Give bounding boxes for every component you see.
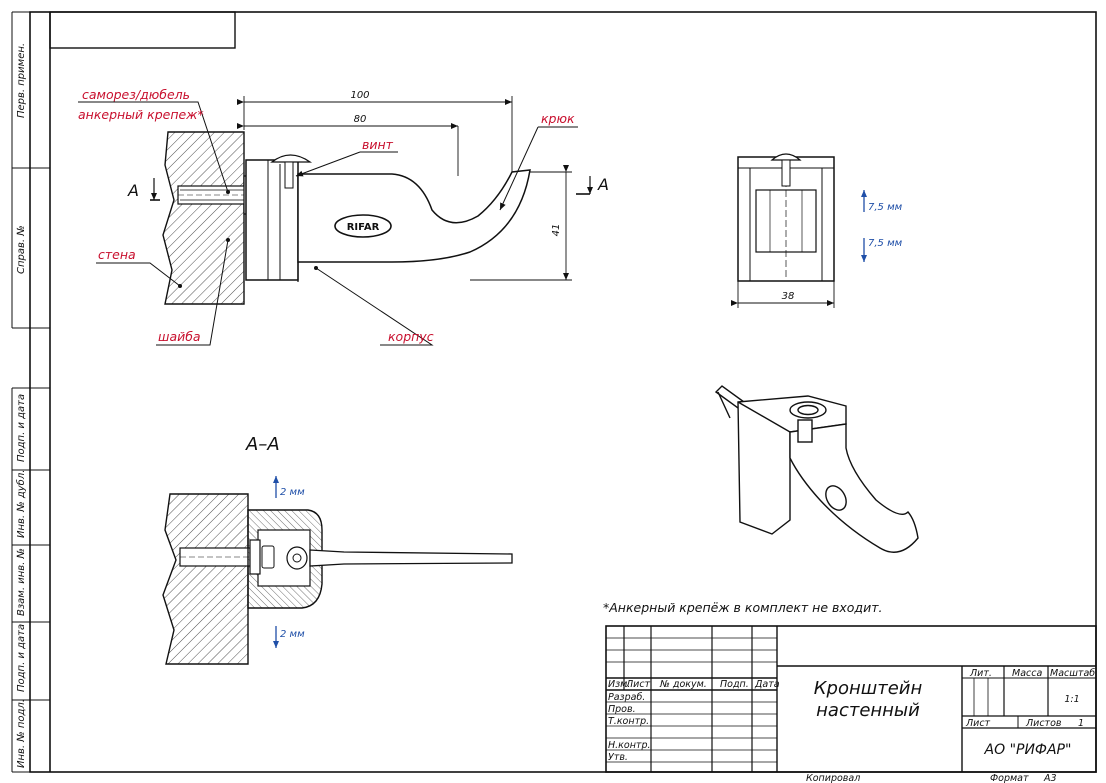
section-mark-right: А — [597, 175, 609, 194]
section-wall — [162, 493, 249, 665]
tb-nkontr: Н.контр. — [608, 740, 651, 751]
tb-sheets: Листов — [1025, 718, 1062, 729]
label-samorez: саморез/дюбель — [82, 87, 190, 102]
hook-arm — [297, 169, 531, 263]
tb-list: Лист — [625, 679, 651, 690]
side-column-labels: Перв. примен. Справ. № Подп. и дата Инв.… — [15, 43, 27, 768]
tb-name-line1: Кронштейн — [814, 678, 923, 699]
leader-lines — [78, 101, 578, 346]
section-title: А–А — [245, 434, 280, 455]
tb-sheets-count: 1 — [1078, 718, 1084, 729]
tb-name-line2: настенный — [816, 700, 920, 721]
tb-masshtab: Масштаб — [1050, 668, 1095, 679]
dim-41: 41 — [551, 224, 562, 237]
label-anker: анкерный крепеж* — [78, 107, 204, 122]
tb-massa: Масса — [1012, 668, 1042, 679]
label-shaiba: шайба — [158, 329, 201, 344]
tb-podp: Подп. — [720, 679, 749, 690]
label-korpus: корпус — [388, 329, 434, 344]
tb-sheet: Лист — [965, 718, 991, 729]
tb-company: АО "РИФАР" — [984, 742, 1072, 758]
side-label-perv-primen: Перв. примен. — [16, 43, 27, 118]
label-kryuk: крюк — [541, 111, 575, 126]
section-a-a: А–А 2 мм 2 мм — [162, 434, 513, 665]
gap-down-label: 7,5 мм — [868, 238, 903, 249]
label-stena: стена — [98, 247, 136, 262]
section-mark-left: А — [127, 181, 139, 200]
sec-down-label: 2 мм — [280, 629, 305, 640]
dim-80: 80 — [354, 114, 367, 125]
tb-data: Дата — [754, 679, 780, 690]
side-label-vzam-inv: Взам. инв. № — [16, 548, 27, 616]
dimension-lines-main — [237, 96, 572, 281]
tb-format: Формат — [990, 773, 1029, 783]
title-block — [605, 625, 1097, 773]
tb-utv: Утв. — [608, 752, 628, 763]
anchor-note: *Анкерный крепёж в комплект не входит. — [603, 600, 882, 615]
tb-format-value: А3 — [1043, 773, 1057, 783]
dim-38: 38 — [782, 291, 795, 302]
label-vint: винт — [362, 137, 394, 152]
side-label-inv-dubl: Инв. № дубл. — [15, 470, 27, 538]
tb-lit: Лит. — [969, 668, 992, 679]
sheet-frame — [11, 11, 1097, 773]
front-view: 38 7,5 мм 7,5 мм — [731, 153, 903, 308]
wall-section — [162, 131, 245, 305]
tb-izm: Изм. — [608, 679, 630, 690]
tb-tkontr: Т.контр. — [608, 716, 649, 727]
brand-logo-oval — [334, 214, 392, 238]
tb-kopiroval: Копировал — [806, 773, 860, 783]
side-label-sprav: Справ. № — [16, 225, 27, 274]
gap-up-label: 7,5 мм — [868, 202, 903, 213]
sec-up-label: 2 мм — [280, 487, 305, 498]
side-label-podp-data-1: Подп. и дата — [16, 394, 27, 462]
tb-dokum: № докум. — [659, 679, 707, 690]
isometric-view — [714, 385, 919, 553]
brand-logo-text: RIFAR — [347, 222, 380, 233]
screw-head — [270, 154, 313, 163]
side-label-inv-podl: Инв. № подл. — [16, 699, 27, 768]
title-block-text: Изм. Лист № докум. Подп. Дата Разраб. Пр… — [608, 668, 1095, 783]
tb-razrab: Разраб. — [608, 692, 645, 703]
tb-prov: Пров. — [608, 704, 636, 715]
side-label-podp-data-2: Подп. и дата — [16, 624, 27, 692]
main-side-view: RIFAR 100 80 41 А А — [78, 87, 609, 346]
dim-100: 100 — [350, 90, 369, 101]
tb-scale: 1:1 — [1064, 694, 1079, 705]
